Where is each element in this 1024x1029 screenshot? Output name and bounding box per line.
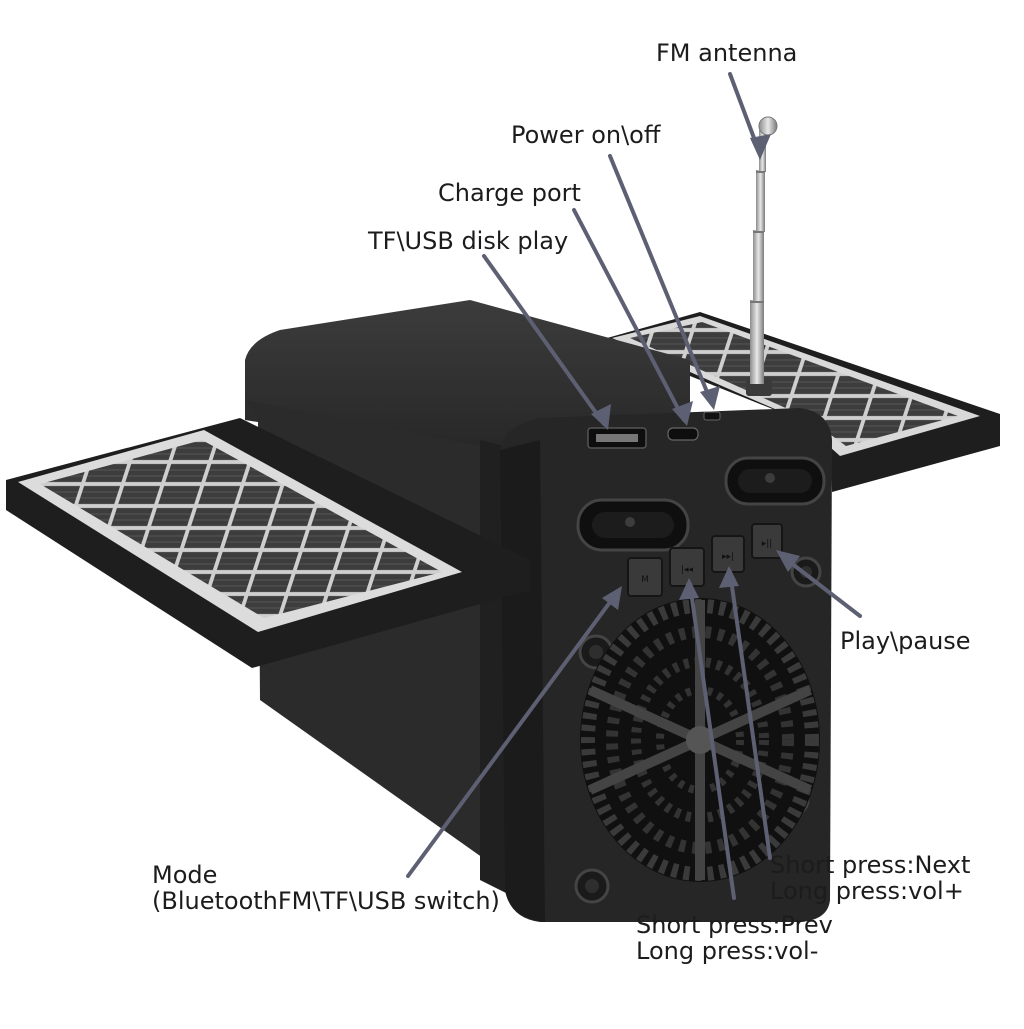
- label-power: Power on\off: [511, 122, 660, 148]
- label-prev-line2: Long press:vol-: [636, 937, 819, 965]
- arrow-next: [728, 570, 772, 860]
- front-slot-left: [576, 498, 690, 552]
- arrow-prev: [688, 582, 736, 900]
- left-solar-panel: [6, 418, 530, 668]
- label-fm-antenna: FM antenna: [656, 40, 797, 66]
- next-button[interactable]: ▸▸|: [711, 535, 745, 573]
- arrow-power: [608, 154, 714, 406]
- prev-button[interactable]: |◂◂: [669, 547, 705, 587]
- svg-text:|◂◂: |◂◂: [681, 565, 694, 575]
- arrow-tf-usb: [482, 254, 606, 426]
- play-pause-button[interactable]: ▸||: [751, 523, 783, 559]
- speaker-grille: [580, 598, 820, 882]
- label-power-text: Power on\off: [511, 121, 661, 149]
- svg-text:M: M: [641, 575, 649, 585]
- label-prev-line1: Short press:Prev: [636, 911, 833, 939]
- right-solar-panel: [600, 312, 1000, 492]
- label-next-line2: Long press:vol+: [770, 877, 964, 905]
- label-mode-line2: (BluetoothFM\TF\USB switch): [152, 887, 500, 915]
- svg-text:▸||: ▸||: [762, 539, 773, 549]
- label-tf-usb: TF\USB disk play: [368, 228, 568, 254]
- arrow-play-pause: [780, 554, 862, 618]
- label-mode: Mode (BluetoothFM\TF\USB switch): [152, 862, 500, 914]
- arrow-charge-port: [572, 208, 686, 422]
- label-next-line1: Short press:Next: [770, 851, 971, 879]
- power-switch: [703, 411, 721, 421]
- label-prev: Short press:Prev Long press:vol-: [636, 912, 833, 964]
- charge-port: [667, 427, 699, 441]
- label-play-pause: Play\pause: [840, 628, 971, 654]
- label-tf-usb-text: TF\USB disk play: [368, 227, 569, 255]
- label-mode-line1: Mode: [152, 861, 218, 889]
- arrow-mode: [406, 592, 618, 878]
- label-charge-port-text: Charge port: [438, 179, 581, 207]
- front-slot-right: [724, 456, 826, 506]
- label-fm-antenna-text: FM antenna: [656, 39, 798, 67]
- label-next: Short press:Next Long press:vol+: [770, 852, 970, 904]
- label-charge-port: Charge port: [438, 180, 581, 206]
- mode-button[interactable]: M: [627, 557, 663, 597]
- label-play-pause-text: Play\pause: [840, 627, 971, 655]
- svg-text:▸▸|: ▸▸|: [722, 552, 734, 562]
